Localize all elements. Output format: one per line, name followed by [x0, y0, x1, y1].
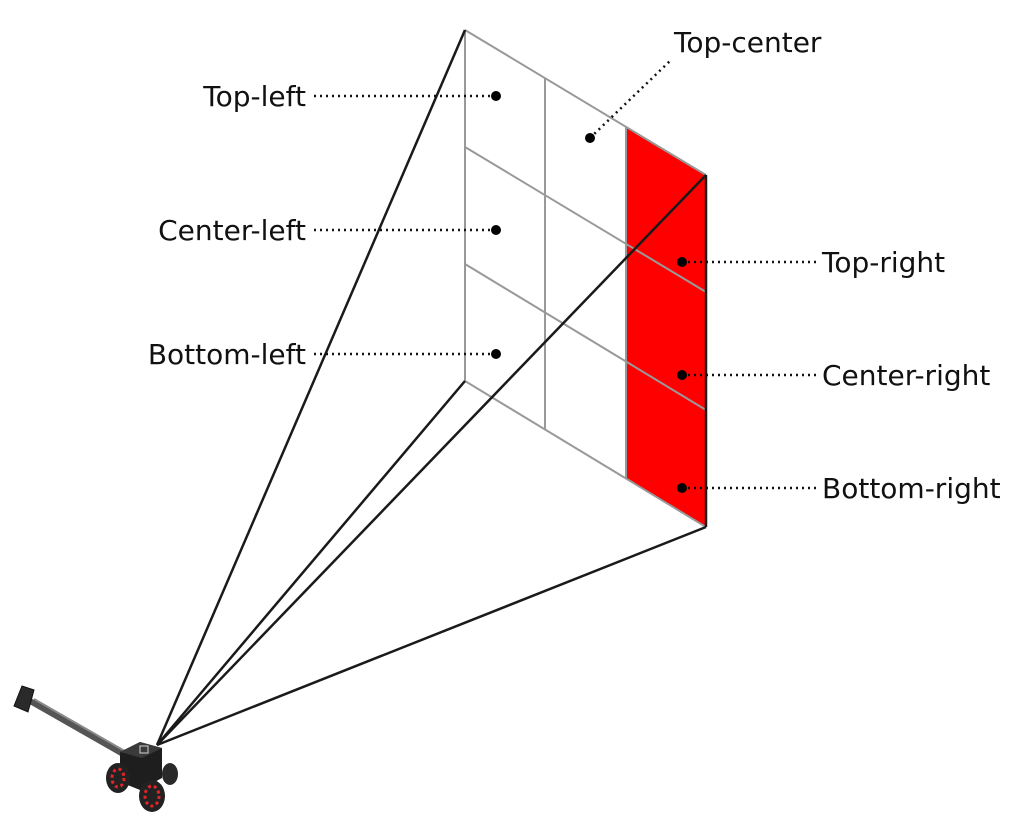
- dot-top-center: [585, 133, 595, 143]
- robot-body-top: [120, 742, 162, 758]
- grid-bottom-edge: [464, 380, 707, 528]
- wheel-back-icon: [162, 763, 178, 785]
- leader-top-center: [589, 59, 672, 139]
- callouts: [314, 59, 816, 490]
- highlighted-right-column: [626, 127, 706, 527]
- label-bottom-left: Bottom-left: [148, 338, 306, 371]
- frustum-line-top-right: [156, 174, 707, 746]
- label-top-right: Top-right: [821, 246, 945, 279]
- grid-horizontal-1: [464, 146, 707, 293]
- dot-top-right: [677, 257, 687, 267]
- wheel-right-accent: [143, 784, 161, 808]
- label-bottom-right: Bottom-right: [822, 472, 1001, 505]
- frustum-line-top-left: [155, 29, 467, 746]
- robot-arm-highlight: [33, 698, 131, 755]
- dot-center-left: [491, 225, 501, 235]
- robot-arm-handle: [13, 685, 35, 713]
- robot-icon: [13, 685, 178, 812]
- dot-bottom-right: [677, 483, 687, 493]
- frustum-lines: [155, 29, 708, 747]
- dot-top-left: [491, 91, 501, 101]
- label-center-right: Center-right: [822, 359, 990, 392]
- dot-center-right: [677, 370, 687, 380]
- frustum-line-bottom-left: [156, 380, 466, 746]
- callout-dots: [491, 91, 687, 493]
- image-plane-grid: [464, 29, 707, 528]
- label-top-center: Top-center: [673, 26, 822, 59]
- wheel-left-accent: [110, 767, 126, 789]
- label-top-left: Top-left: [202, 80, 306, 113]
- camera-lens-icon: [139, 745, 149, 754]
- frustum-line-bottom-right: [156, 525, 707, 747]
- robot-arm: [29, 699, 133, 761]
- dot-bottom-left: [491, 349, 501, 359]
- wheel-right-icon: [139, 780, 165, 812]
- label-center-left: Center-left: [158, 214, 306, 247]
- grid-horizontal-2: [464, 263, 707, 411]
- wheel-left-icon: [106, 763, 130, 793]
- grid-top-edge: [464, 29, 707, 176]
